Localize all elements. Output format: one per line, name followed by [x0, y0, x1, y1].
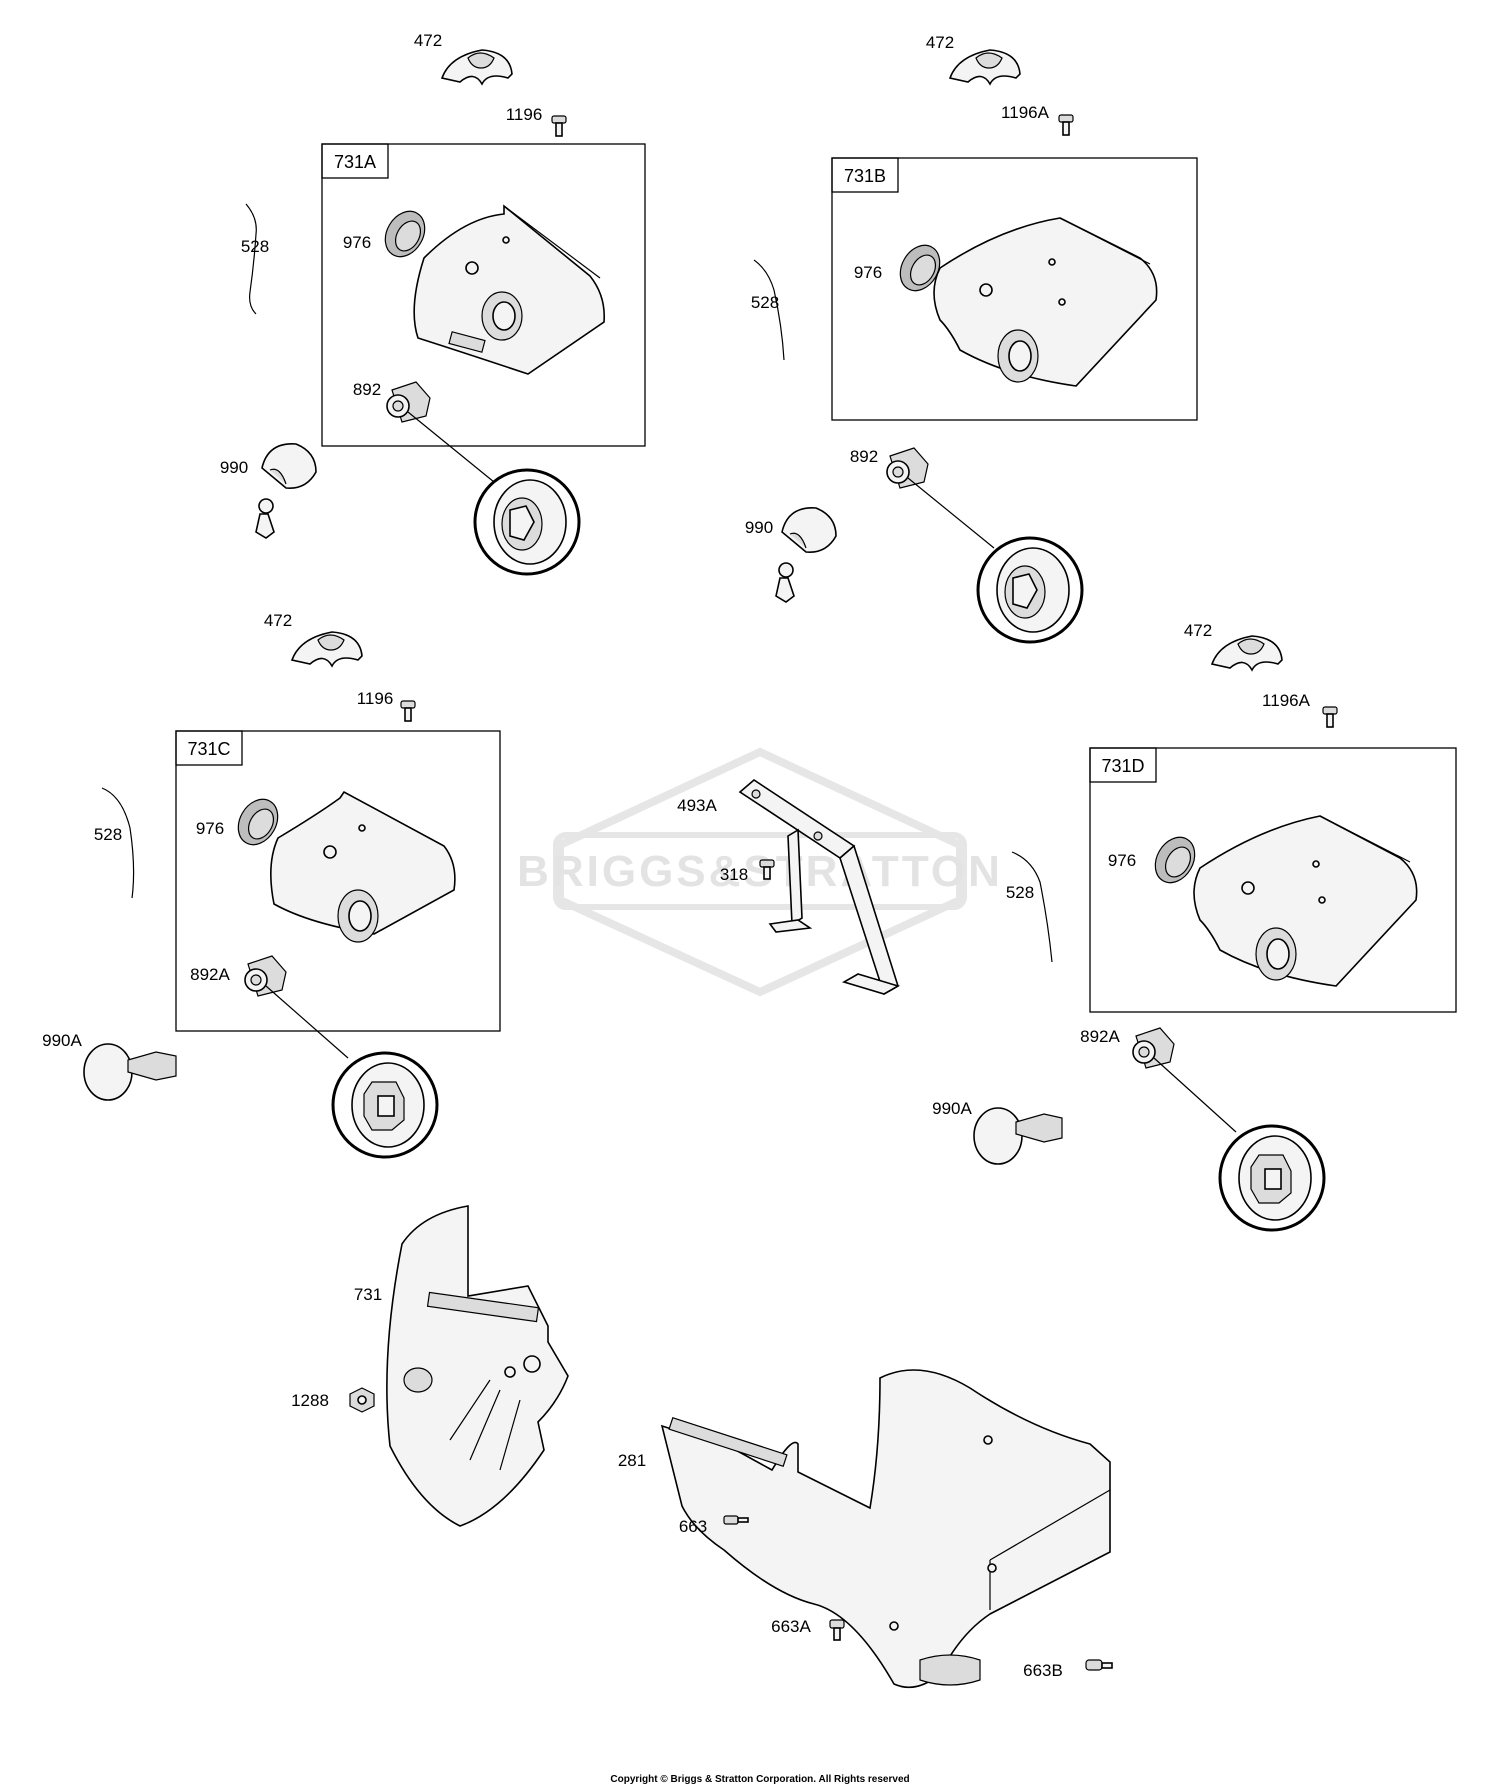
wire-528-b [753, 259, 785, 361]
group-731d: 731D [932, 621, 1457, 1232]
detail-circle-892-a [473, 468, 581, 576]
leader-892-b [907, 477, 995, 549]
label-528-d: 528 [1006, 883, 1034, 902]
label-493a: 493A [677, 796, 717, 815]
ignition-switch-892a-d [1132, 1027, 1175, 1069]
label-976-b: 976 [854, 263, 882, 282]
key-switch-990-a [255, 443, 317, 539]
screw-663a [829, 1619, 845, 1641]
label-976-d: 976 [1108, 851, 1136, 870]
label-472-d: 472 [1184, 621, 1212, 640]
screw-1196a-d [1322, 706, 1338, 728]
label-528-b: 528 [751, 293, 779, 312]
label-472-b: 472 [926, 33, 954, 52]
box-label-731c: 731C [187, 739, 230, 759]
choke-knob-990a-d [973, 1107, 1063, 1165]
label-1196a-b: 1196A [1001, 103, 1050, 122]
label-528-a: 528 [241, 237, 269, 256]
label-663: 663 [679, 1517, 707, 1536]
screw-1196-c [400, 700, 416, 722]
label-318: 318 [720, 865, 748, 884]
watermark-text: BRIGGS&STRATTON [517, 847, 1003, 896]
label-892a-c: 892A [190, 965, 230, 984]
box-731d-tag [1089, 747, 1157, 783]
nut-1288 [349, 1387, 375, 1413]
blower-housing-731 [386, 1205, 569, 1527]
screw-1196a-b [1058, 114, 1074, 136]
label-990a-c: 990A [42, 1031, 82, 1050]
bracket-493a [738, 779, 901, 996]
ignition-switch-892-a [386, 381, 431, 423]
label-1288: 1288 [291, 1391, 329, 1410]
base-cover-281 [660, 1369, 1111, 1689]
label-663b: 663B [1023, 1661, 1063, 1680]
label-892a-d: 892A [1080, 1027, 1120, 1046]
choke-knob-990a-c [83, 1043, 177, 1101]
shroud-731b [933, 217, 1158, 387]
box-731a-frame [321, 143, 646, 447]
grommet-976-d [1154, 836, 1196, 884]
box-731a-tag [321, 143, 389, 179]
shroud-731a [413, 204, 606, 375]
screw-663b [1085, 1659, 1113, 1671]
ignition-switch-892-b [886, 447, 929, 489]
wire-528-c [101, 787, 135, 899]
label-472-c: 472 [264, 611, 292, 630]
label-1196a-d: 1196A [1262, 691, 1311, 710]
screw-1196-a [551, 115, 567, 137]
shroud-731d [1193, 815, 1418, 987]
label-1196-c: 1196 [357, 689, 394, 708]
copyright-notice: Copyright © Briggs & Stratton Corporatio… [610, 1774, 909, 1785]
label-976-c: 976 [196, 819, 224, 838]
box-731b-frame [831, 157, 1198, 421]
leader-892a-c [265, 985, 349, 1059]
label-281: 281 [618, 1451, 646, 1470]
knob-472-c [290, 631, 363, 668]
brand-watermark: BRIGGS&STRATTON [517, 747, 1003, 997]
wire-528-a [245, 203, 257, 315]
box-731c-tag [175, 730, 243, 766]
shroud-731c [270, 790, 456, 943]
group-731b: 731B [745, 33, 1198, 644]
screw-663 [723, 1515, 749, 1525]
label-528-c: 528 [94, 825, 122, 844]
box-731b-tag [831, 157, 899, 193]
grommet-976-b [899, 244, 941, 292]
group-731c: 731C [42, 611, 501, 1159]
group-731a: 731A [220, 31, 646, 576]
box-label-731d: 731D [1101, 756, 1144, 776]
label-892-b: 892 [850, 447, 878, 466]
label-892-a: 892 [353, 380, 381, 399]
label-976-a: 976 [343, 233, 371, 252]
grommet-976-c [237, 798, 279, 846]
label-472-a: 472 [414, 31, 442, 50]
box-label-731a: 731A [334, 152, 376, 172]
label-990-a: 990 [220, 458, 248, 477]
knob-472-d [1210, 635, 1283, 672]
label-1196-a: 1196 [506, 105, 543, 124]
grommet-976-a [384, 210, 426, 258]
screw-318 [759, 859, 775, 880]
box-label-731b: 731B [844, 166, 886, 186]
label-731: 731 [354, 1285, 382, 1304]
leader-892a-d [1153, 1057, 1237, 1133]
detail-circle-892a-c [331, 1051, 439, 1159]
label-990a-d: 990A [932, 1099, 972, 1118]
detail-circle-892-b [976, 536, 1084, 644]
knob-472-b [948, 49, 1021, 86]
box-731d-frame [1089, 747, 1457, 1013]
label-990-b: 990 [745, 518, 773, 537]
detail-circle-892a-d [1218, 1124, 1326, 1232]
box-731c-frame [175, 730, 501, 1032]
leader-892-a [407, 411, 495, 483]
knob-472-a [440, 49, 513, 86]
ignition-switch-892a-c [244, 955, 287, 997]
key-switch-990-b [775, 507, 837, 603]
label-663a: 663A [771, 1617, 811, 1636]
wire-528-d [1011, 851, 1053, 963]
